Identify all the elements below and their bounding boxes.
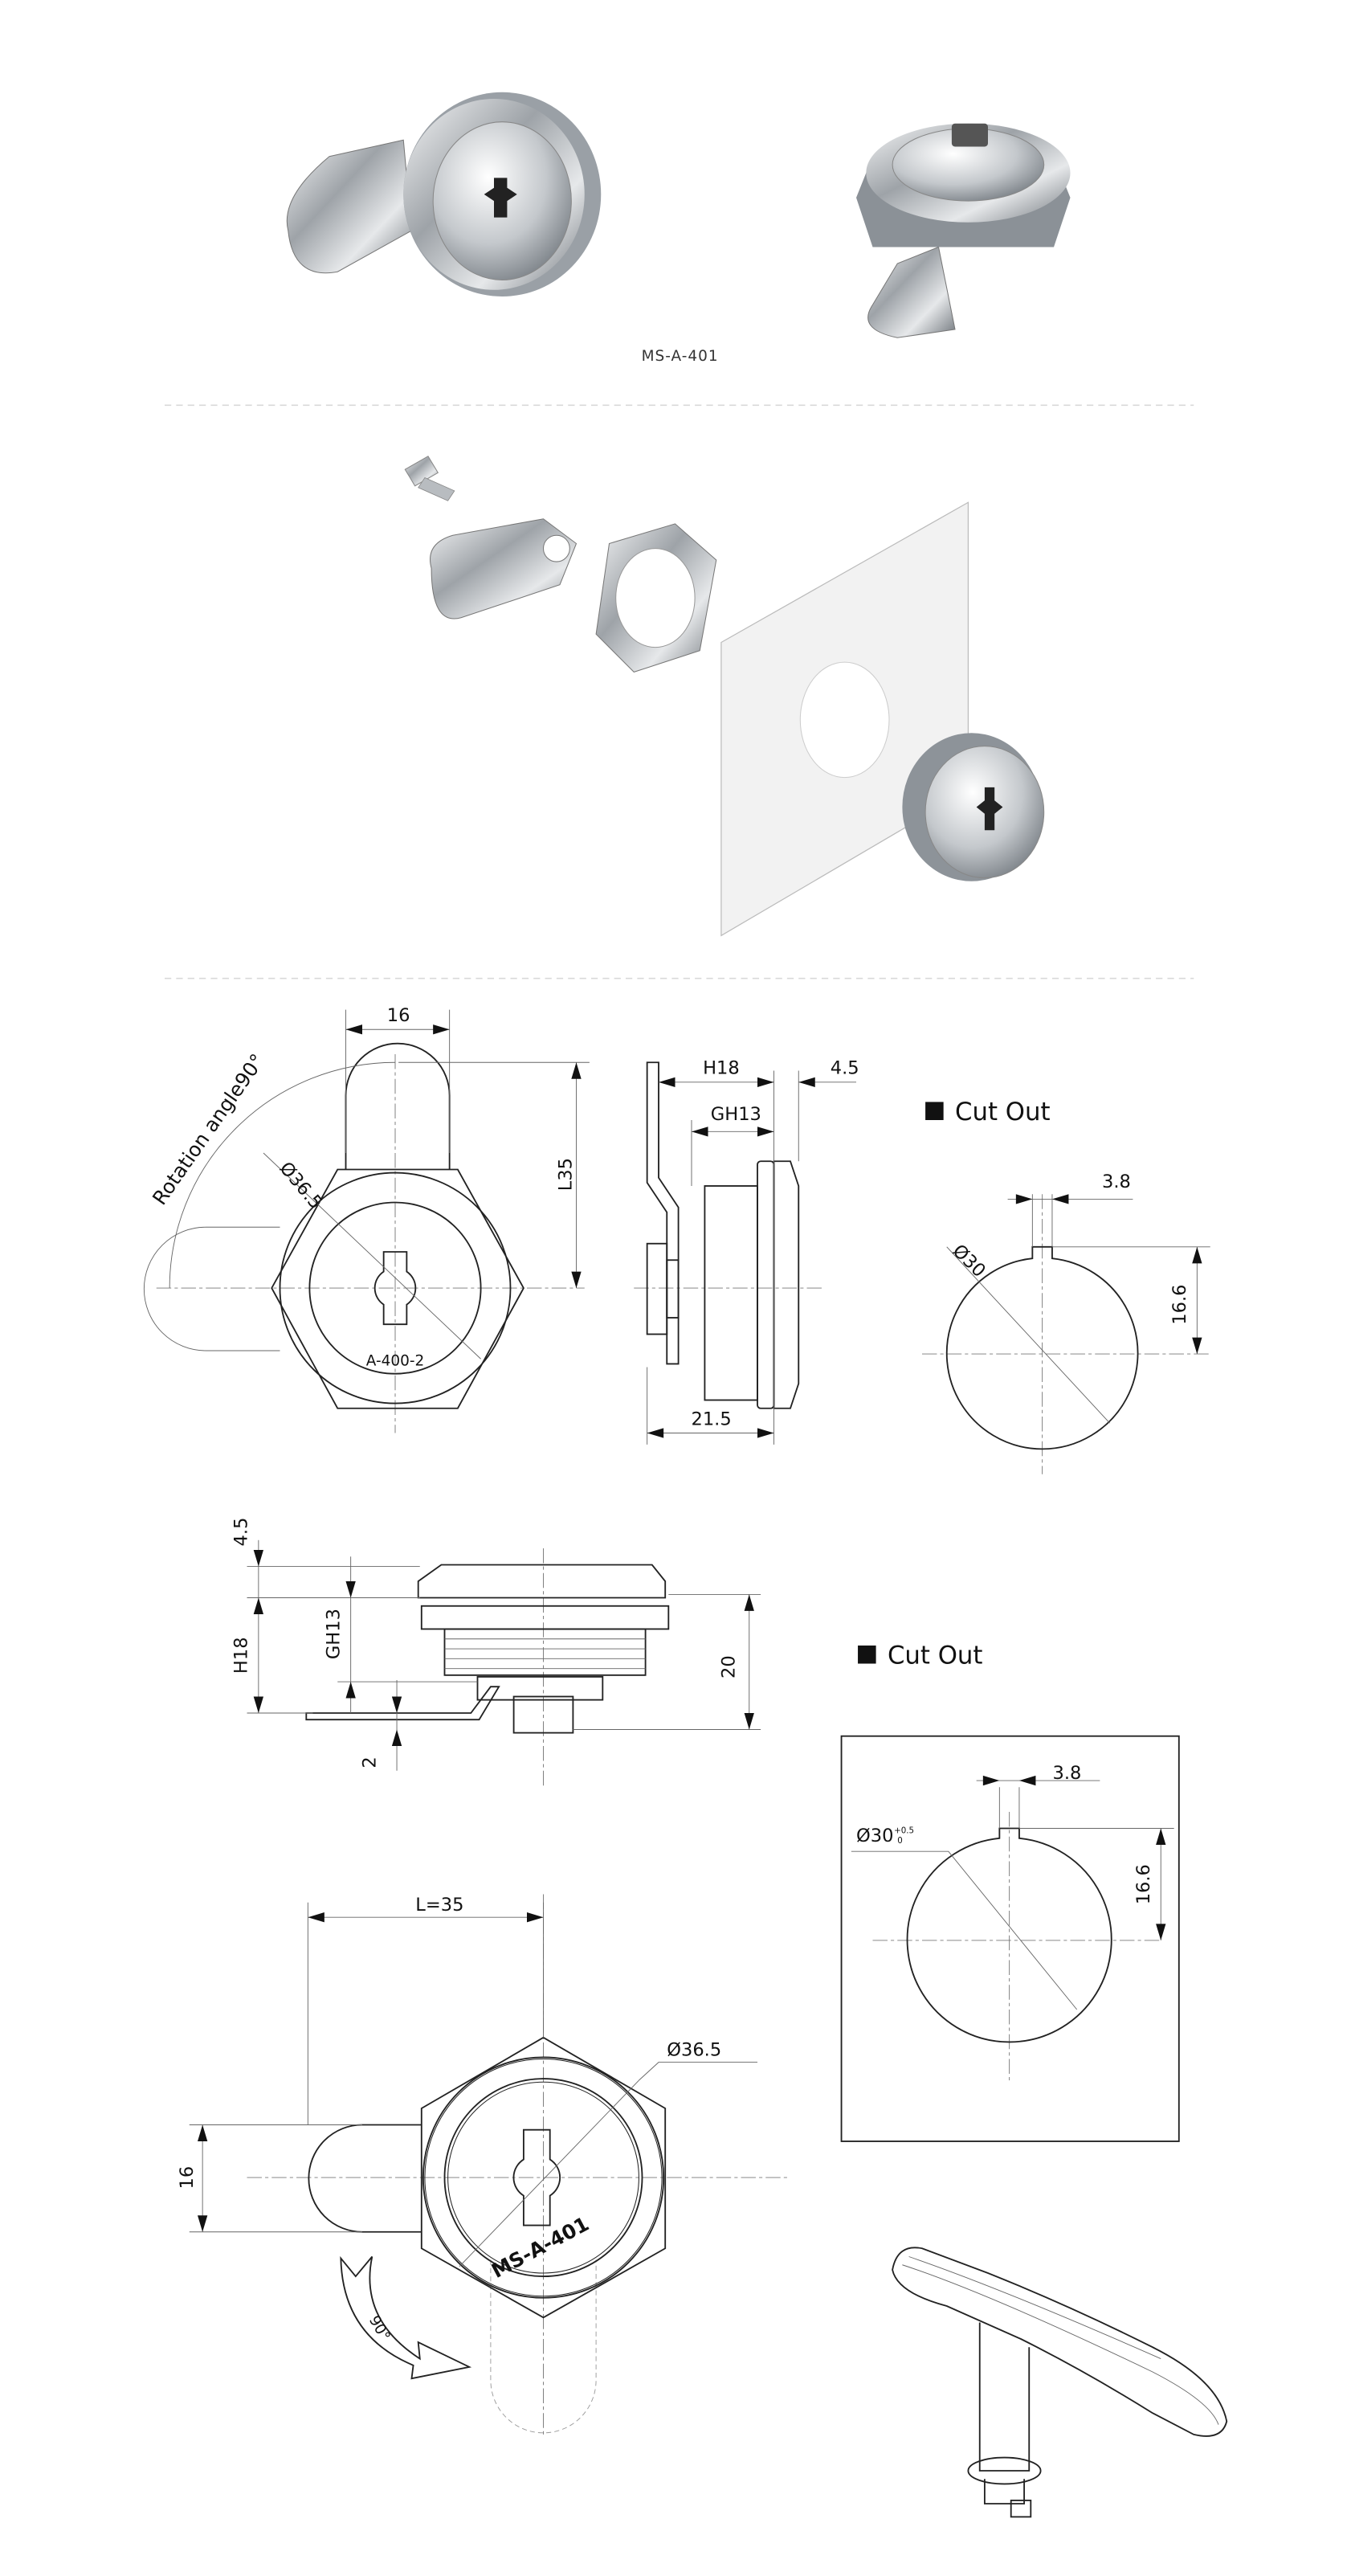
- panel-outline: [840, 1735, 1180, 2142]
- total-length-dimension: 21.5: [691, 1409, 731, 1429]
- rotation-angle-label: Rotation angle90°: [148, 1049, 269, 1209]
- product-photo-front: [286, 92, 602, 297]
- front-view-2: MS-A-401 Ø36.5 L=35 16 90°: [177, 1894, 790, 2435]
- length-dimension: L=35: [415, 1895, 463, 1916]
- cam-part: [430, 518, 578, 619]
- t-handle-key-drawing: [892, 2247, 1228, 2518]
- engraving-text: A-400-2: [366, 1352, 424, 1369]
- bullet-square-icon: [858, 1645, 876, 1664]
- tolerance-lower: 0: [897, 1836, 903, 1846]
- diameter-dimension: Ø36.5: [667, 2039, 721, 2060]
- h18-dimension: H18: [231, 1637, 251, 1674]
- height-dimension: 20: [718, 1655, 739, 1678]
- length-dimension: L35: [555, 1158, 576, 1191]
- h18-dimension: H18: [703, 1058, 740, 1079]
- cutout-1: Cut Out 3.8 16.6 Ø30: [921, 1098, 1210, 1474]
- product-photo-angled: [856, 123, 1071, 338]
- mounting-panel: [720, 501, 969, 937]
- screw-part: [404, 456, 455, 501]
- bullet-square-icon: [925, 1102, 944, 1120]
- width-dimension: 16: [387, 1005, 410, 1026]
- cutout-title: Cut Out: [955, 1098, 1051, 1126]
- cutout-2: Cut Out 3.8 16.6 Ø30 +0.5 0: [840, 1642, 1180, 2142]
- exploded-assembly-view: [404, 456, 1045, 937]
- engraving-text: MS-A-401: [488, 2212, 593, 2283]
- key-width-dimension: 3.8: [1102, 1171, 1131, 1192]
- product-model-caption: MS-A-401: [642, 348, 719, 365]
- diameter-dimension: Ø30: [856, 1826, 893, 1846]
- diameter-dimension: Ø36.5: [276, 1158, 327, 1213]
- side-view-2: 4.5 H18 GH13 2 20: [231, 1518, 761, 1788]
- gh13-dimension: GH13: [711, 1104, 761, 1125]
- diameter-dimension: Ø30: [949, 1241, 990, 1282]
- bezel-dimension: 4.5: [831, 1058, 859, 1079]
- rotation-angle-label: 90°: [365, 2313, 394, 2345]
- side-view-1: H18 4.5 GH13 21.5: [634, 1058, 859, 1445]
- height-dimension: 16.6: [1133, 1864, 1154, 1904]
- rotation-arrow-icon: [340, 2255, 472, 2380]
- height-dimension: 16.6: [1169, 1284, 1190, 1324]
- width-dimension: 16: [177, 2166, 198, 2190]
- lock-body-part: [902, 733, 1045, 881]
- hex-nut-part: [595, 523, 717, 673]
- front-view-1: A-400-2 16 L35 Ø36.5 Rotation angle90°: [143, 1005, 590, 1433]
- cam-thickness-dimension: 2: [359, 1756, 380, 1768]
- gh13-dimension: GH13: [323, 1609, 344, 1659]
- tolerance-upper: +0.5: [894, 1826, 914, 1836]
- key-width-dimension: 3.8: [1052, 1763, 1081, 1784]
- bezel-dimension: 4.5: [231, 1518, 251, 1547]
- cutout-title: Cut Out: [888, 1642, 983, 1670]
